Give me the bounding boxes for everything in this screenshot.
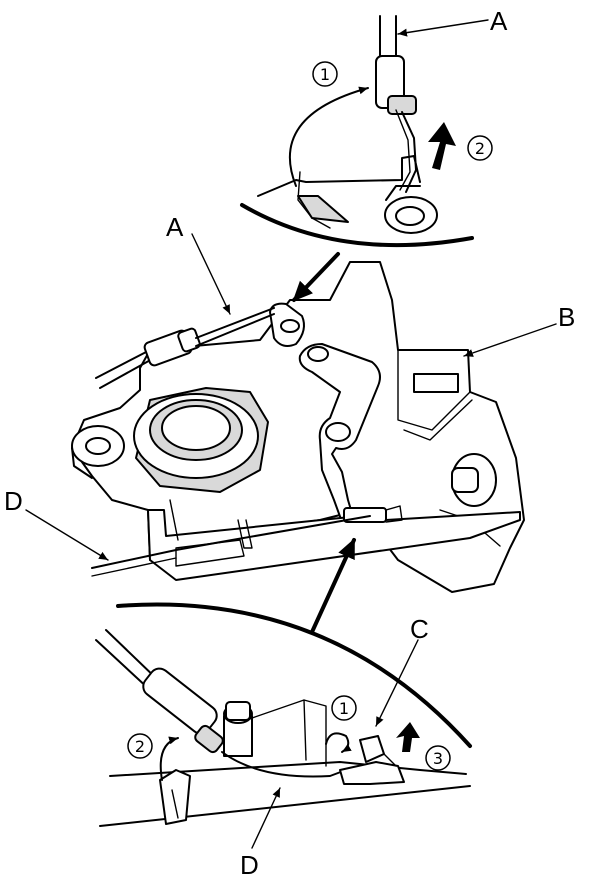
leader-a-mid: [191, 233, 231, 315]
top-detail-view: [240, 15, 474, 248]
svg-text:2: 2: [475, 139, 485, 158]
leader-d-left: [25, 509, 109, 561]
lower-bracket: [147, 509, 521, 581]
clip-c: [339, 761, 405, 785]
leader-c: [375, 639, 419, 727]
bottom-base-plate: [109, 761, 467, 777]
step-marker-bottom-1: 1: [331, 695, 357, 721]
leader-d-bottom: [251, 787, 281, 849]
bottom-step2-curve-arrow: [159, 736, 179, 781]
main-assembly: [71, 261, 525, 593]
housing-b: [71, 261, 525, 593]
bottom-cable-fitting: [142, 667, 218, 735]
main-cable-a: [95, 349, 155, 389]
step-marker-bottom-2: 2: [127, 733, 153, 759]
pulley-hub: [161, 405, 231, 451]
main-cable-d: [91, 515, 371, 569]
top-step1-curve-arrow: [288, 86, 369, 187]
callout-a-top: A: [490, 6, 508, 36]
rotate-arrow-icon: [325, 732, 352, 753]
bottom-step3-up-arrow: [396, 722, 420, 752]
bottom-detail-link-arrow: [310, 538, 356, 634]
callout-d-left: D: [4, 486, 23, 516]
bottom-cable-d: [221, 751, 347, 778]
top-step2-up-arrow: [428, 122, 456, 170]
step-marker-bottom-3: 3: [425, 745, 451, 771]
top-detail-boundary: [240, 203, 474, 248]
svg-text:2: 2: [135, 737, 145, 756]
step-marker-top-2: 2: [467, 135, 493, 161]
callout-d-bottom: D: [240, 850, 259, 880]
callout-b: B: [558, 302, 575, 332]
step-marker-top-1: 1: [312, 61, 338, 87]
svg-text:3: 3: [433, 749, 443, 768]
callout-a-mid: A: [166, 212, 184, 242]
callout-c: C: [410, 614, 429, 644]
svg-text:1: 1: [320, 65, 330, 84]
bottom-detail-view: [95, 602, 472, 827]
top-bracket: [257, 155, 421, 197]
leader-b: [463, 323, 557, 357]
leader-a-top: [397, 19, 489, 37]
top-cable: [379, 15, 397, 59]
svg-text:1: 1: [339, 699, 349, 718]
top-detail-link-arrow: [292, 252, 340, 302]
